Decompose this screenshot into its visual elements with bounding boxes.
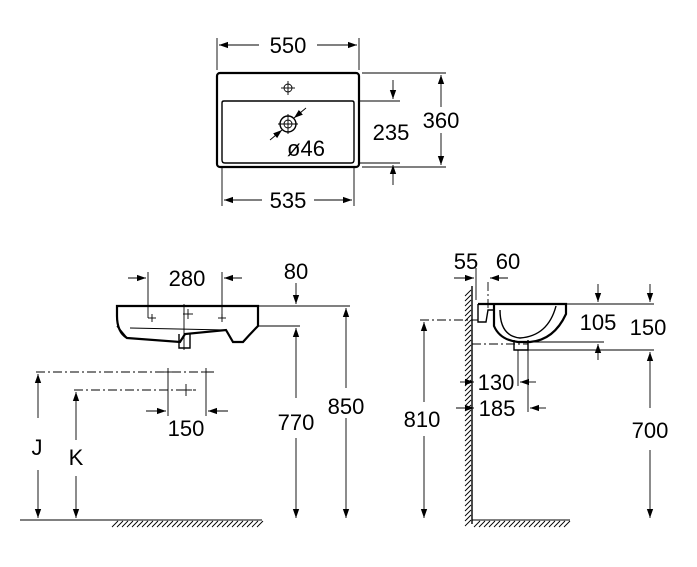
dim-150-front: 150 — [168, 416, 205, 441]
waste-hole-icon — [269, 107, 307, 141]
tap-marker-left-icon — [148, 314, 156, 322]
dim-810: 810 — [404, 407, 441, 432]
tap-marker-center-icon — [183, 309, 193, 319]
dim-185: 185 — [479, 396, 516, 421]
dim-60: 60 — [496, 249, 520, 274]
dim-105: 105 — [580, 310, 617, 335]
dim-850: 850 — [328, 394, 365, 419]
top-view: 550 535 235 360 ø46 — [215, 33, 460, 213]
basin-outline-front — [115, 304, 260, 344]
basin-back-side — [477, 304, 494, 323]
front-view: 280 80 770 850 150 — [20, 259, 365, 528]
dim-360: 360 — [423, 108, 460, 133]
supply-point-right-icon — [202, 368, 210, 376]
waste-outlet-side — [513, 340, 529, 351]
bowl-outline-top — [221, 100, 355, 164]
dim-235: 235 — [373, 120, 410, 145]
supply-point-left-icon — [164, 368, 172, 376]
dim-55: 55 — [454, 249, 478, 274]
dim-770: 770 — [278, 410, 315, 435]
basin-outline-top — [215, 71, 361, 169]
label-j: J — [32, 435, 43, 460]
bowl-inner-side — [499, 305, 557, 339]
label-k: K — [69, 445, 84, 470]
dim-550: 550 — [270, 33, 307, 58]
floor-hatch-front — [111, 520, 264, 528]
dim-80: 80 — [284, 259, 308, 284]
waste-outlet-front — [178, 334, 191, 349]
waste-point-icon — [180, 384, 192, 396]
dim-700: 700 — [632, 418, 669, 443]
side-view: 55 60 105 150 700 810 130 185 — [404, 249, 669, 528]
dim-150-side: 150 — [630, 315, 667, 340]
dim-tap-hole: ø46 — [287, 136, 325, 161]
floor-hatch-side — [473, 520, 571, 528]
dim-130: 130 — [478, 370, 515, 395]
dim-280: 280 — [169, 266, 206, 291]
tap-hole-icon — [281, 81, 295, 95]
dim-535: 535 — [270, 188, 307, 213]
